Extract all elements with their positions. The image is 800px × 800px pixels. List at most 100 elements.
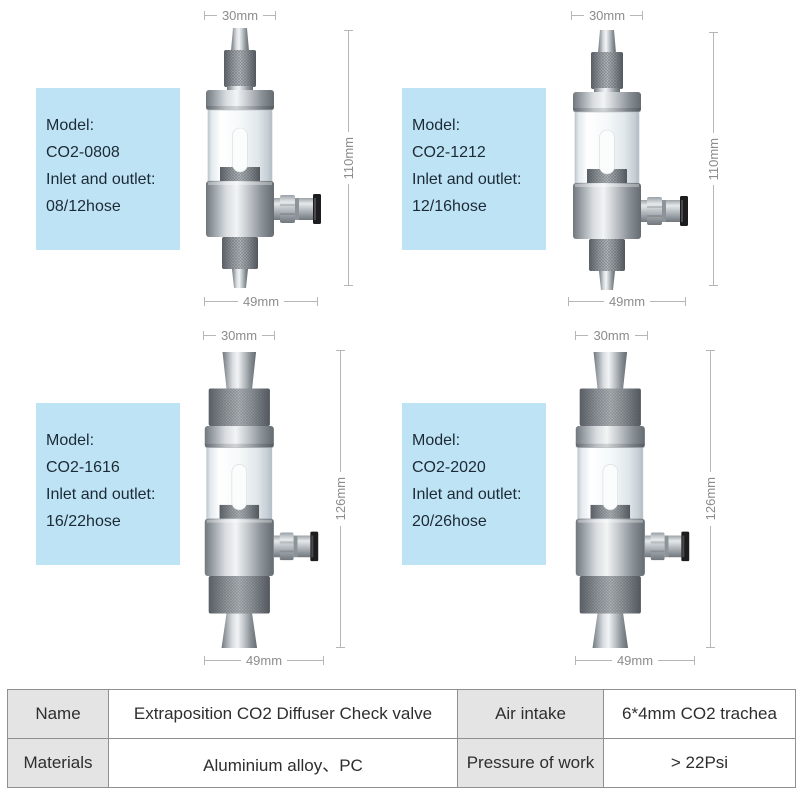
dimension-tick [323,655,324,665]
top-knurled-nut [208,388,270,426]
top-collar [204,426,274,448]
dimension-tick [343,30,353,31]
dimension-top: 30mm [204,8,276,22]
dimension-line [630,14,642,16]
top-nozzle [598,30,616,53]
dimension-label: 30mm [220,327,258,343]
product-card-co2-0808: Model: CO2-0808 Inlet and outlet: 08/12h… [0,0,400,320]
dimension-label: 126mm [332,477,348,521]
ceramic-diffuser [232,127,248,173]
dimension-line [709,351,711,473]
top-nozzle [231,28,249,51]
model-info-box: Model: CO2-2020 Inlet and outlet: 20/26h… [402,403,546,565]
model-number: CO2-2020 [412,459,486,476]
ceramic-diffuser [231,464,247,511]
dimension-line [634,334,647,336]
dimension-label: 30mm [588,7,626,23]
model-label: Model: [412,432,461,449]
dimension-tick [335,647,345,649]
dimension-line [347,31,349,132]
spec-row-materials: Materials Aluminium alloy、PC Pressure of… [7,738,796,788]
dimension-right: 126mm [702,350,718,649]
valve-illustration [204,352,319,648]
dimension-top: 30mm [571,8,643,22]
hose-size: 20/26hose [412,513,487,530]
bottom-knurled-nut [589,239,625,271]
push-fit-connector [644,531,690,562]
dimension-top: 30mm [203,328,275,342]
dimension-line [287,659,323,661]
dimension-tick [275,10,276,20]
spec-table: Name Extraposition CO2 Diffuser Check va… [7,689,796,788]
inlet-outlet-label: Inlet and outlet: [46,486,156,503]
bottom-knurled-nut [222,237,258,269]
spec-label-pressure: Pressure of work [457,738,604,788]
model-info-box: Model: CO2-1616 Inlet and outlet: 16/22h… [36,403,180,565]
bottom-knurled-nut [579,575,641,614]
bottom-nozzle [221,613,258,648]
dimension-tick [575,330,576,340]
dimension-line [205,14,217,16]
product-card-co2-2020: Model: CO2-2020 Inlet and outlet: 20/26h… [400,320,800,680]
glass-chamber [206,447,273,520]
dimension-line [569,300,604,302]
model-number: CO2-1212 [412,144,486,161]
top-knurled-nut [224,50,256,87]
product-card-co2-1616: Model: CO2-1616 Inlet and outlet: 16/22h… [0,320,400,680]
dimension-tick [575,655,576,665]
dimension-tick [647,330,648,340]
top-nozzle [593,352,628,389]
dimension-label: 126mm [702,477,718,521]
dimension-line [572,14,584,16]
dimension-label: 49mm [245,652,283,668]
model-info-box: Model: CO2-1212 Inlet and outlet: 12/16h… [402,88,546,250]
hose-size: 12/16hose [412,198,487,215]
dimension-label: 110mm [705,137,721,181]
dimension-tick [204,655,205,665]
dimension-tick [694,655,695,665]
dimension-bottom: 49mm [568,294,686,308]
valve-illustration [206,28,321,288]
dimension-tick [685,296,686,306]
inlet-outlet-label: Inlet and outlet: [412,171,522,188]
dimension-label: 110mm [340,136,356,180]
dimension-right: 110mm [340,30,356,287]
inlet-outlet-label: Inlet and outlet: [46,171,156,188]
bottom-nozzle [599,271,615,290]
inlet-outlet-label: Inlet and outlet: [412,486,522,503]
dimension-line [658,659,694,661]
dimension-tick [317,296,318,306]
dimension-line [205,659,241,661]
dimension-line [650,300,685,302]
top-knurled-nut [579,388,641,426]
dimension-label: 49mm [608,293,646,309]
valve-illustration [573,30,688,290]
dimension-bottom: 49mm [575,653,695,667]
dimension-tick [203,330,204,340]
ceramic-diffuser [602,464,618,511]
top-collar [575,426,645,448]
dimension-line [709,525,711,648]
dimension-tick [705,647,715,649]
push-fit-connector [273,531,319,562]
dimension-line [339,351,341,473]
valve-body [575,518,645,576]
dimension-tick [705,350,715,351]
spec-value-materials: Aluminium alloy、PC [108,738,458,788]
dimension-line [205,300,238,302]
hose-size: 08/12hose [46,198,121,215]
valve-body [573,183,641,239]
dimension-bottom: 49mm [204,653,324,667]
dimension-tick [571,10,572,20]
spec-value-name: Extraposition CO2 Diffuser Check valve [108,689,458,739]
spec-label-materials: Materials [7,738,109,788]
ceramic-diffuser [599,129,615,175]
dimension-line [284,300,317,302]
push-fit-connector [274,194,321,224]
dimension-line [263,14,275,16]
dimension-line [204,334,216,336]
glass-chamber [207,109,273,182]
valve-body [206,181,274,237]
dimension-top: 30mm [575,328,648,342]
dimension-tick [274,330,275,340]
